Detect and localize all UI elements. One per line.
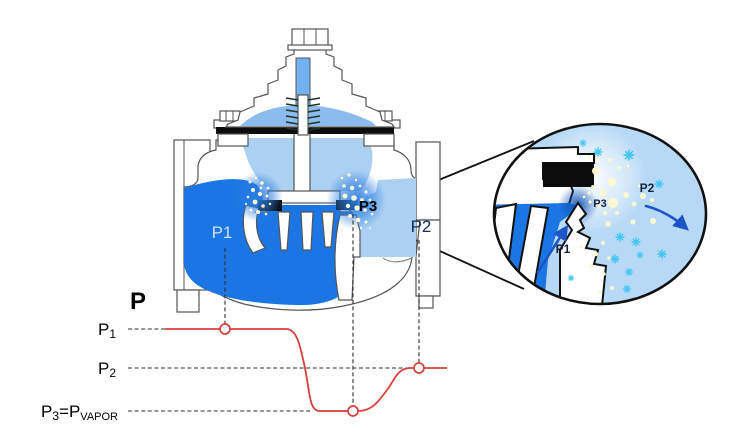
top-bolt (287, 28, 333, 51)
actuator-bonnet (224, 28, 396, 136)
inset-label-p3: P3 (593, 198, 606, 210)
chart-axis-label: P (130, 288, 146, 315)
valve-label-p3: P3 (359, 198, 377, 215)
chart-label-p1: P1 (98, 320, 116, 341)
valve-label-p2: P2 (411, 217, 432, 236)
seat-wall (334, 214, 361, 301)
chart-label-p3-vapor: P3=PVAPOR (41, 402, 118, 423)
cavitation-bubbles-left (233, 172, 283, 222)
inset-flow-arrow-p2 (644, 204, 689, 231)
inset-label-p2: P2 (640, 181, 655, 195)
inset-bubbles (579, 155, 662, 294)
spring-icon (285, 97, 321, 131)
curve-marker-p1 (219, 323, 231, 335)
inset-label-p1: P1 (556, 242, 571, 256)
inset-seal (543, 163, 594, 187)
inlet-region-p1 (184, 179, 356, 306)
curve-marker-p3 (347, 405, 359, 417)
curve-marker-p2 (413, 362, 425, 374)
valve-cross-section: P1 P2 P3 (173, 28, 535, 313)
pressure-chart: P P1 P2 P3=PVAPOR (41, 214, 447, 423)
chart-label-p2: P2 (98, 359, 116, 380)
valve-label-p1: P1 (212, 223, 233, 242)
cavitation-bubbles-right (326, 170, 386, 230)
inset-flow-arrow-p1 (536, 224, 569, 274)
pressure-curve (165, 328, 447, 412)
